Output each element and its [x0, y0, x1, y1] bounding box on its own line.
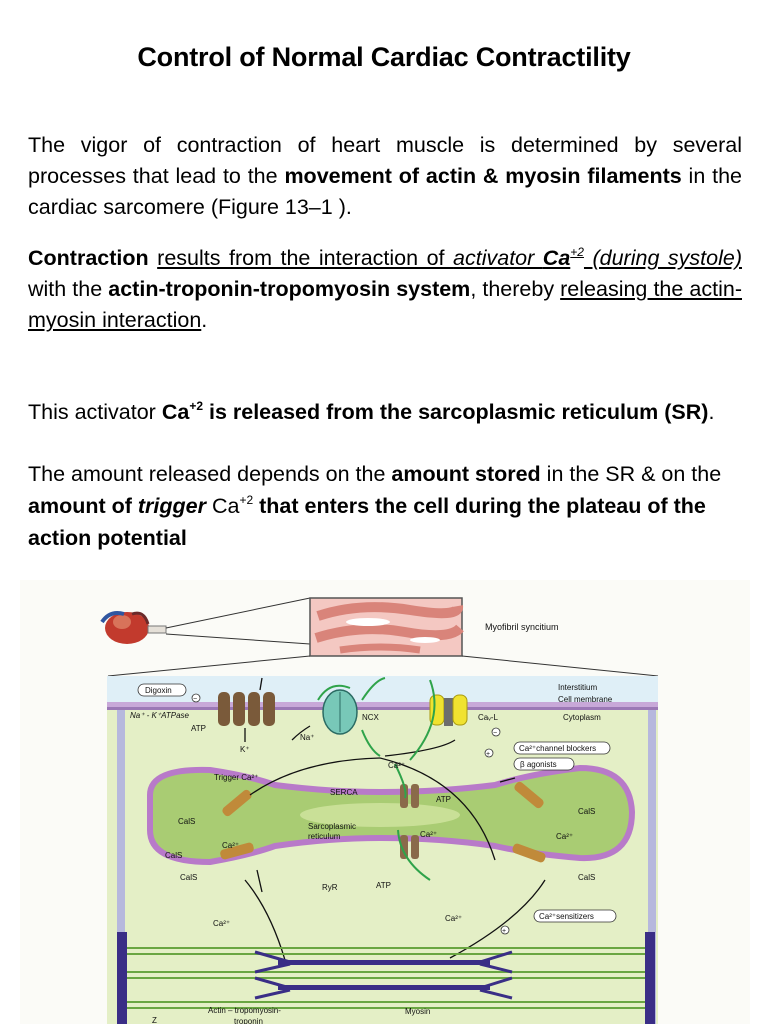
digoxin-minus: − — [193, 696, 197, 703]
beta-agonists-label: β agonists — [520, 760, 557, 769]
cals-label-3: CalS — [180, 873, 197, 882]
z-label: Z — [152, 1016, 157, 1024]
atp-serca-label: ATP — [436, 795, 451, 804]
trigger-ca-label: Trigger Ca²⁺ — [214, 773, 258, 782]
myofibril-label: Myofibril syncitium — [485, 622, 559, 632]
na-k-atpase-pump — [218, 692, 275, 726]
serca-label: SERCA — [330, 788, 358, 797]
myofibril-image — [309, 597, 464, 657]
ca-channel-blockers-label: Ca²⁺channel blockers — [519, 744, 596, 753]
troponin-label: troponin — [234, 1017, 263, 1024]
ncx-exchanger — [322, 689, 358, 735]
cals-label-4: CalS — [578, 807, 595, 816]
ca-label-sr: Ca²⁺ — [420, 830, 437, 839]
interstitium-label: Interstitium — [558, 683, 597, 692]
ca-label-left: Ca²⁺ — [222, 841, 239, 850]
ca-sensitizers-label: Ca²⁺sensitizers — [539, 912, 594, 921]
cals-label-2: CalS — [165, 851, 182, 860]
ca-label-lower-right: Ca²⁺ — [445, 914, 462, 923]
ca-label-right: Ca²⁺ — [556, 832, 573, 841]
activator-paragraph: This activator Ca+2 is released from the… — [28, 399, 715, 424]
ryr-channels — [220, 781, 546, 863]
ncx-label: NCX — [362, 713, 380, 722]
myosin-label: Myosin — [405, 1007, 430, 1016]
sr-label-line1: Sarcoplasmic — [308, 822, 356, 831]
atp-label: ATP — [191, 724, 206, 733]
na-label: Na⁺ — [300, 733, 314, 742]
actin-myosin-filaments — [117, 932, 655, 1024]
ca-l-label: Caᵥ-L — [478, 713, 498, 722]
cals-label-5: CalS — [578, 873, 595, 882]
serca-pump-bottom — [400, 835, 419, 859]
ca-label-center: Ca²⁺ — [388, 761, 405, 770]
k-label: K⁺ — [240, 745, 250, 754]
l-type-ca-channel — [429, 694, 468, 726]
digoxin-label: Digoxin — [145, 686, 172, 695]
sr-label-line2: reticulum — [308, 832, 341, 841]
ca-label-lower-left: Ca²⁺ — [213, 919, 230, 928]
atp-lower-label: ATP — [376, 881, 391, 890]
cals-label-1: CalS — [178, 817, 195, 826]
cell-membrane-label: Cell membrane — [558, 695, 613, 704]
serca-pump-top — [400, 784, 419, 808]
na-k-atpase-label: Na⁺ - K⁺ATPase — [130, 711, 190, 720]
amount-released-paragraph: The amount released depends on the amoun… — [28, 462, 722, 550]
ryr-label: RyR — [322, 883, 338, 892]
cardiac-contractility-figure: Myofibril syncitium — [20, 580, 750, 1024]
sensitizer-plus: + — [502, 928, 506, 935]
actin-tropomyosin-label: Actin – tropomyosin- — [208, 1006, 281, 1015]
intro-paragraph: The vigor of contraction of heart muscle… — [28, 133, 742, 219]
agonist-plus: + — [486, 751, 490, 758]
heart-illustration — [100, 611, 167, 644]
cytoplasm-label: Cytoplasm — [563, 713, 601, 722]
page-title: Control of Normal Cardiac Contractility — [137, 42, 631, 72]
contraction-paragraph: Contraction results from the interaction… — [28, 245, 742, 332]
blocker-minus: − — [493, 730, 497, 737]
